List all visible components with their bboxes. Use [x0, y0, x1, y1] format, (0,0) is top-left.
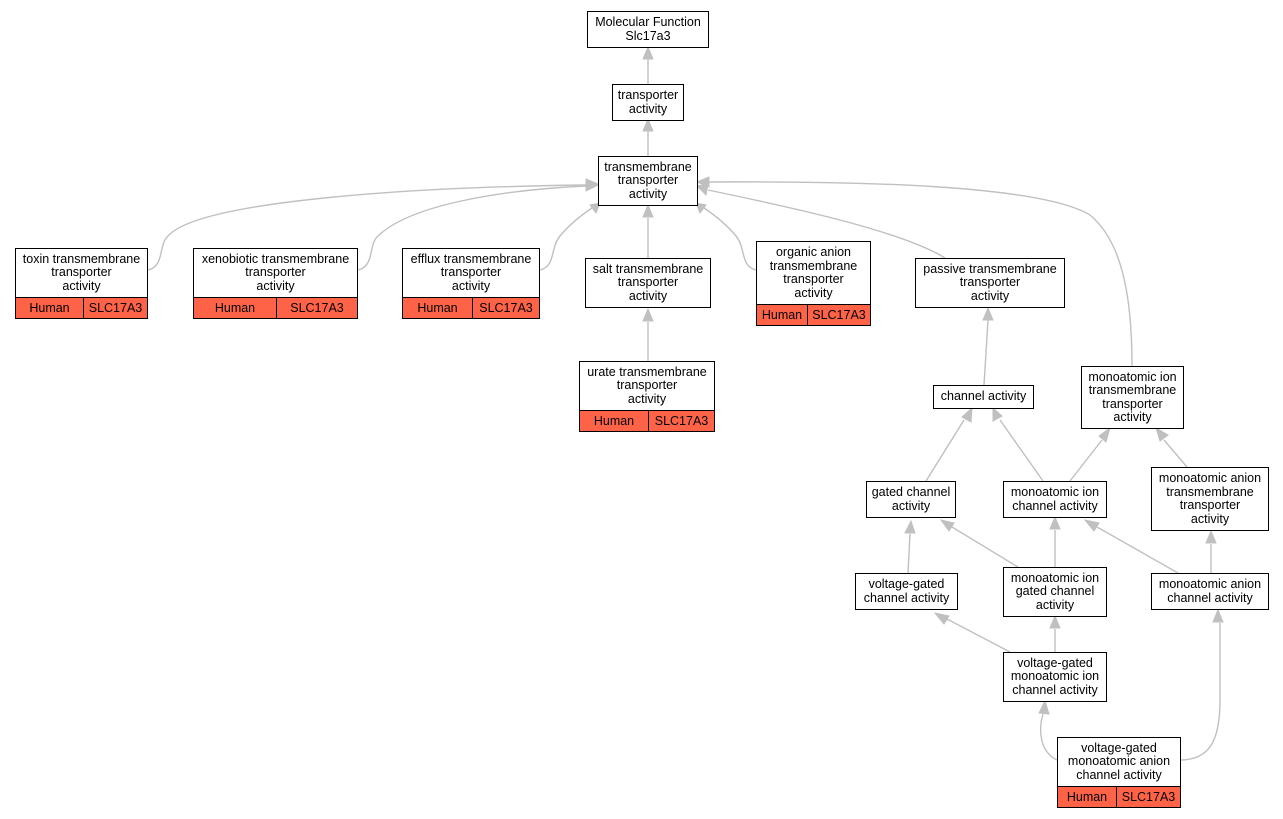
gene-label: SLC17A3 — [654, 414, 709, 428]
gene-annotation: Human SLC17A3 — [757, 304, 870, 325]
node-label: salt transmembrane transporter activity — [592, 261, 704, 303]
node-label: transmembrane transporter activity — [604, 159, 692, 201]
node-monoatomic-ion-channel-activity[interactable]: monoatomic ion channel activity — [1003, 481, 1107, 518]
node-monoatomic-anion-channel-activity[interactable]: monoatomic anion channel activity — [1151, 573, 1269, 610]
arrowhead — [1049, 515, 1061, 530]
species-label: Human — [580, 411, 649, 431]
gene-label: SLC17A3 — [812, 308, 866, 322]
node-monoatomic-ion-gated-channel-activity[interactable]: monoatomic ion gated channel activity — [1003, 567, 1107, 617]
node-label: toxin transmembrane transporter activity — [22, 251, 141, 293]
edge-anionch-to-ionch — [1096, 526, 1179, 574]
node-channel-activity[interactable]: channel activity — [933, 385, 1034, 409]
gene-annotation: Human SLC17A3 — [580, 410, 714, 431]
arrowhead — [695, 183, 709, 197]
node-molecular-function[interactable]: Molecular Function Slc17a3 — [587, 11, 709, 48]
arrowhead — [933, 612, 950, 625]
node-label: Molecular Function Slc17a3 — [595, 15, 701, 43]
node-label: transporter activity — [617, 88, 679, 116]
gene-label: SLC17A3 — [1121, 790, 1176, 804]
node-organic-anion-transmembrane-transporter[interactable]: organic anion transmembrane transporter … — [756, 241, 871, 326]
node-voltage-gated-monoatomic-anion-channel-activity[interactable]: voltage-gated monoatomic anion channel a… — [1057, 737, 1181, 808]
node-label: organic anion transmembrane transporter … — [769, 245, 858, 300]
species-label: Human — [757, 305, 808, 325]
node-label: voltage-gated monoatomic ion channel act… — [1010, 655, 1100, 697]
arrowhead — [1038, 699, 1050, 715]
node-label: efflux transmembrane transporter activit… — [410, 251, 532, 293]
edge-efflux-to-tm — [539, 207, 593, 271]
edge-organic-to-tm — [703, 207, 757, 271]
arrowhead — [695, 176, 710, 188]
gene-label: SLC17A3 — [479, 301, 533, 315]
edge-vgch-to-gated — [907, 533, 911, 574]
node-monoatomic-ion-transmembrane-transporter[interactable]: monoatomic ion transmembrane transporter… — [1081, 366, 1184, 429]
node-label: voltage-gated monoatomic anion channel a… — [1067, 740, 1171, 782]
edge-iongated-to-gated — [951, 526, 1019, 568]
node-label: monoatomic anion transmembrane transport… — [1158, 471, 1262, 526]
edge-vganion-to-vgion — [1039, 713, 1058, 761]
edge-iontm-to-tm — [707, 181, 1133, 367]
arrowhead — [642, 45, 654, 60]
arrowhead — [585, 179, 600, 192]
arrowhead — [992, 406, 1003, 422]
species-label: Human — [194, 298, 277, 318]
node-label: xenobiotic transmembrane transporter act… — [201, 251, 350, 293]
edge-gated-to-channel — [925, 419, 965, 482]
node-passive-transmembrane-transporter[interactable]: passive transmembrane transporter activi… — [915, 258, 1065, 308]
node-label: channel activity — [940, 389, 1027, 404]
arrowhead — [961, 406, 973, 423]
species-label: Human — [1058, 787, 1117, 807]
node-label: monoatomic anion channel activity — [1158, 577, 1262, 605]
arrowhead — [1155, 426, 1169, 442]
node-voltage-gated-monoatomic-ion-channel-activity[interactable]: voltage-gated monoatomic ion channel act… — [1003, 652, 1107, 702]
arrowhead — [904, 519, 916, 534]
edge-xeno-to-tm — [357, 185, 587, 271]
arrowhead — [589, 202, 601, 215]
edge-vgion-to-vgch — [946, 618, 1011, 653]
node-label: passive transmembrane transporter activi… — [923, 261, 1057, 303]
gene-annotation: Human SLC17A3 — [16, 297, 147, 318]
arrowhead — [1083, 519, 1100, 532]
arrowhead — [1212, 608, 1224, 623]
node-label: urate transmembrane transporter activity — [587, 364, 707, 406]
arrowhead — [1049, 614, 1061, 629]
arrowhead — [1098, 426, 1111, 443]
edge-vganion-to-anionch — [1179, 623, 1221, 761]
species-label: Human — [16, 298, 84, 318]
edge-channel-to-passive — [983, 319, 989, 386]
arrowhead — [1205, 529, 1217, 544]
node-toxin-transmembrane-transporter[interactable]: toxin transmembrane transporter activity… — [15, 248, 148, 319]
gene-annotation: Human SLC17A3 — [194, 297, 357, 318]
node-label: monoatomic ion channel activity — [1010, 485, 1100, 513]
gene-label: SLC17A3 — [88, 301, 143, 315]
species-label: Human — [403, 298, 473, 318]
arrowhead — [642, 203, 654, 218]
node-label: monoatomic ion transmembrane transporter… — [1088, 369, 1177, 424]
gene-label: SLC17A3 — [290, 301, 344, 315]
edge-passive-to-tm — [707, 189, 946, 259]
gene-annotation: Human SLC17A3 — [403, 297, 539, 318]
node-gated-channel-activity[interactable]: gated channel activity — [866, 481, 956, 518]
arrowhead — [982, 306, 994, 321]
node-transporter-activity[interactable]: transporter activity — [612, 84, 684, 121]
arrowhead — [642, 117, 654, 132]
node-xenobiotic-transmembrane-transporter[interactable]: xenobiotic transmembrane transporter act… — [193, 248, 358, 319]
gene-annotation: Human SLC17A3 — [1058, 786, 1180, 807]
node-label: gated channel activity — [871, 485, 951, 513]
edge-toxin-to-tm — [147, 184, 587, 271]
node-salt-transmembrane-transporter[interactable]: salt transmembrane transporter activity — [585, 258, 711, 308]
node-label: voltage-gated channel activity — [863, 577, 950, 605]
edge-ionch-to-channel — [999, 419, 1044, 482]
edge-ionch-to-iontm — [1069, 439, 1103, 482]
node-voltage-gated-channel-activity[interactable]: voltage-gated channel activity — [855, 573, 958, 610]
arrowhead — [642, 307, 654, 322]
node-urate-transmembrane-transporter[interactable]: urate transmembrane transporter activity… — [579, 361, 715, 432]
arrowhead — [939, 519, 955, 532]
node-transmembrane-transporter-activity[interactable]: transmembrane transporter activity — [598, 156, 698, 206]
edge-aniontm-to-iontm — [1163, 439, 1188, 468]
node-efflux-transmembrane-transporter[interactable]: efflux transmembrane transporter activit… — [402, 248, 540, 319]
arrowhead — [695, 202, 707, 215]
node-monoatomic-anion-transmembrane-transporter[interactable]: monoatomic anion transmembrane transport… — [1151, 467, 1269, 531]
node-label: monoatomic ion gated channel activity — [1010, 570, 1100, 612]
